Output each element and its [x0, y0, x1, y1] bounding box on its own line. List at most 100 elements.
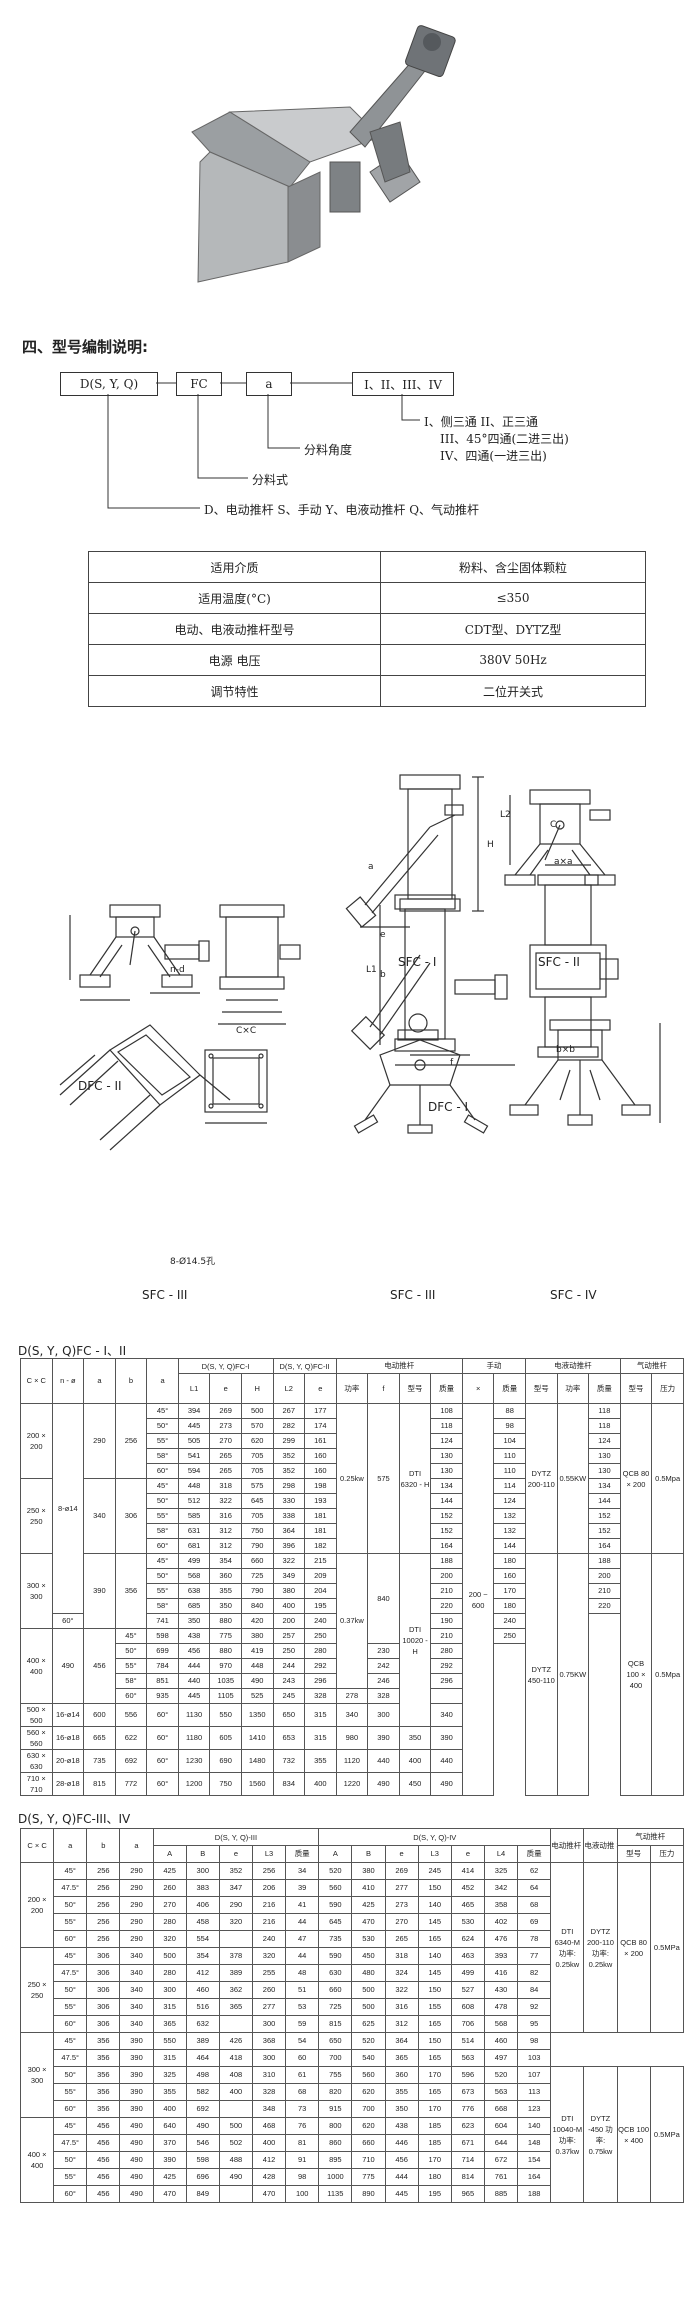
table-cell: 47	[285, 1930, 320, 1948]
table-cell: 970	[209, 1658, 242, 1674]
table-cell: 498	[185, 2066, 220, 2084]
table-cell: 60°	[51, 1613, 85, 1629]
table-cell: 298	[272, 1478, 306, 1494]
table-cell: 型号	[398, 1373, 432, 1404]
table-cell: 444	[384, 2168, 419, 2186]
table-cell: 164	[517, 2168, 552, 2186]
table-cell: B	[351, 1845, 386, 1863]
table-cell: 365	[384, 2049, 419, 2067]
dim-label-bxb: b×b	[556, 1045, 575, 1055]
drawing-sfc-3b	[353, 1029, 489, 1134]
table-cell: 190	[430, 1613, 463, 1629]
table-cell: 400	[218, 2083, 253, 2101]
table-cell: 512	[177, 1493, 211, 1509]
table-cell: 446	[384, 2134, 419, 2152]
table-cell: 672	[483, 2151, 519, 2169]
caption-dfc-2: DFC - II	[78, 1079, 122, 1093]
table-cell: 306	[86, 1964, 121, 1982]
table-cell: 60°	[146, 1703, 179, 1727]
table-cell: 456	[86, 2117, 121, 2135]
table-cell: 340	[119, 1964, 154, 1982]
table-cell: 312	[384, 2015, 419, 2033]
table-cell: 185	[417, 2134, 452, 2152]
table-cell: 132	[493, 1508, 526, 1524]
table-cell: 380	[240, 1628, 274, 1644]
table-cell: 132	[493, 1523, 526, 1539]
table-cell: 256	[86, 1913, 121, 1931]
table-cell: 48	[285, 1964, 320, 1982]
table-cell: 电液动推 杆型号	[583, 1828, 618, 1863]
table-cell: 256	[86, 1896, 121, 1914]
table-cell: 516	[185, 1998, 220, 2016]
table-cell: 815	[83, 1772, 116, 1796]
table-cell: 198	[304, 1478, 337, 1494]
table-cell: 445	[177, 1688, 211, 1704]
table-cell: 16-ø18	[51, 1726, 85, 1750]
table-cell: 200	[430, 1568, 463, 1584]
table-cell: 154	[517, 2151, 552, 2169]
table-cell: 306	[114, 1478, 148, 1554]
table-cell: 935	[146, 1688, 179, 1704]
table-cell: 340	[119, 1998, 154, 2016]
table-cell: 690	[209, 1749, 242, 1773]
table-cell: 452	[450, 1879, 485, 1897]
table-cell: 60°	[146, 1749, 179, 1773]
table-cell: 815	[318, 2015, 353, 2033]
dim-label-f: f	[450, 1058, 454, 1068]
table-cell: 692	[114, 1749, 148, 1773]
table-cell: 505	[177, 1433, 211, 1449]
table-cell: 50°	[53, 1896, 88, 1914]
table-cell: 1200	[177, 1772, 211, 1796]
table-cell: 328	[304, 1688, 337, 1704]
table-cell: 47.5°	[53, 2049, 88, 2067]
table-cell: 98	[493, 1418, 526, 1434]
table-cell: 45°	[53, 1862, 88, 1880]
table-cell: 390	[430, 1726, 463, 1750]
table-cell: 155	[417, 1998, 452, 2016]
table-cell: 257	[272, 1628, 306, 1644]
table-cell: 98	[517, 2032, 552, 2050]
table-cell: 1410	[240, 1726, 274, 1750]
table-cell: 840	[367, 1553, 400, 1644]
table-cell: 412	[251, 2151, 287, 2169]
table-cell: 354	[185, 1947, 220, 1965]
table-cell: L4	[483, 1845, 519, 1863]
spec-label: 适用介质	[87, 551, 382, 583]
table-cell: 700	[318, 2049, 353, 2067]
table-cell: 394	[177, 1403, 211, 1419]
table-cell: 450	[351, 1947, 386, 1965]
table-cell: 41	[285, 1896, 320, 1914]
table-cell: 质量	[588, 1373, 621, 1404]
table-cell: 124	[588, 1433, 621, 1449]
table-cell: 型号	[619, 1373, 653, 1404]
table-cell: 316	[384, 1998, 419, 2016]
table-cell: 530	[450, 1913, 485, 1931]
table-cell: 360	[209, 1568, 242, 1584]
table-cell: 784	[146, 1658, 179, 1674]
table-cell: 322	[209, 1493, 242, 1509]
table-cell: 76	[285, 2117, 320, 2135]
table-cell: 292	[304, 1658, 337, 1674]
table-cell: 360	[384, 2066, 419, 2084]
caption-sfc-3b: SFC - III	[390, 1288, 436, 1302]
table-cell: 1480	[240, 1749, 274, 1773]
table-cell: 150	[417, 1981, 452, 1999]
table-cell: 490	[119, 2134, 154, 2152]
table-cell: 290	[119, 1862, 154, 1880]
table-cell: 256	[86, 1879, 121, 1897]
table-cell: 775	[351, 2168, 386, 2186]
table-cell: 44	[285, 1913, 320, 1931]
table-cell: 660	[351, 2134, 386, 2152]
table-cell: 144	[430, 1493, 463, 1509]
table-cell: 390	[119, 2049, 154, 2067]
table-cell: 58°	[146, 1448, 179, 1464]
table-cell: 8-ø14	[51, 1403, 85, 1614]
table-cell: DTI 6340-M 功率: 0.25kw	[550, 1862, 585, 2033]
table-cell: 470	[351, 1913, 386, 1931]
table-cell: 880	[209, 1613, 242, 1629]
